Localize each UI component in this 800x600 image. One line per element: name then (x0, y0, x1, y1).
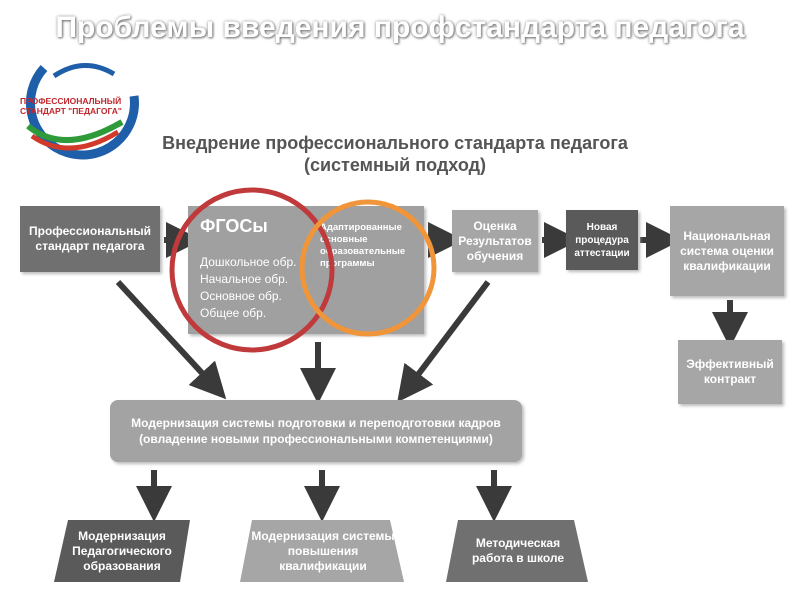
logo-emblem (26, 63, 139, 160)
node-effective-contract: Эффективный контракт (678, 340, 782, 404)
node-qualification: Модернизация системы повышения квалифика… (248, 522, 398, 580)
arrow-standard-to-modernization (115, 279, 227, 400)
node-prof-standard: Профессиональный стандарт педагога (20, 206, 160, 272)
diagram-heading: Внедрение профессионального стандарта пе… (145, 132, 645, 176)
node-ped-education: Модернизация Педагогического образования (58, 522, 186, 580)
arrow-assessment-to-modernization (397, 280, 491, 403)
logo-line2: СТАНДАРТ "ПЕДАГОГА" (20, 106, 122, 116)
slide-title: Проблемы введения профстандарта педагога (0, 8, 800, 48)
node-methodical-label: Методическая работа в школе (471, 536, 565, 565)
logo-text: ПРОФЕССИОНАЛЬНЫЙ СТАНДАРТ "ПЕДАГОГА" (20, 96, 138, 116)
node-fgos: ФГОСы Дошкольное обр. Начальное обр. Осн… (188, 206, 424, 334)
fgos-item: Начальное обр. (200, 272, 289, 286)
node-national-system-label: Национальная система оценки квалификации (680, 228, 774, 273)
node-modernization: Модернизация системы подготовки и перепо… (110, 400, 522, 462)
node-methodical: Методическая работа в школе (454, 522, 582, 580)
node-prof-standard-label: Профессиональный стандарт педагога (29, 224, 151, 253)
node-qualification-label: Модернизация системы повышения квалифика… (251, 528, 395, 573)
slide-title-text: Проблемы введения профстандарта педагога (55, 11, 745, 44)
fgos-title: ФГОСы (200, 216, 268, 236)
node-national-system: Национальная система оценки квалификации (670, 206, 784, 296)
logo: ПРОФЕССИОНАЛЬНЫЙ СТАНДАРТ "ПЕДАГОГА" (14, 56, 140, 166)
trap-qualification (240, 520, 404, 582)
fgos-list: Дошкольное обр. Начальное обр. Основное … (200, 254, 296, 322)
diagram-heading-line2: (системный подход) (303, 155, 487, 175)
logo-line1: ПРОФЕССИОНАЛЬНЫЙ (20, 96, 122, 106)
fgos-item: Дошкольное обр. (200, 255, 297, 269)
node-effective-contract-label: Эффективный контракт (686, 357, 774, 386)
diagram-heading-line1: Внедрение профессионального стандарта пе… (162, 133, 628, 153)
trap-methodical (446, 520, 588, 582)
modernization-line2: (овладение новыми профессиональными комп… (139, 432, 493, 446)
adapted-programs: Адаптированные основные образовательные … (320, 222, 406, 269)
fgos-item: Общее обр. (200, 306, 267, 320)
node-new-attestation: Новая процедура аттестации (566, 210, 638, 270)
fgos-item: Основное обр. (200, 289, 282, 303)
modernization-line1: Модернизация системы подготовки и перепо… (131, 416, 501, 430)
node-assessment: Оценка Результатов обучения (452, 210, 538, 272)
trap-ped-education (54, 520, 190, 582)
node-ped-education-label: Модернизация Педагогического образования (72, 528, 172, 573)
node-assessment-label: Оценка Результатов обучения (458, 218, 532, 263)
node-new-attestation-label: Новая процедура аттестации (574, 221, 630, 259)
